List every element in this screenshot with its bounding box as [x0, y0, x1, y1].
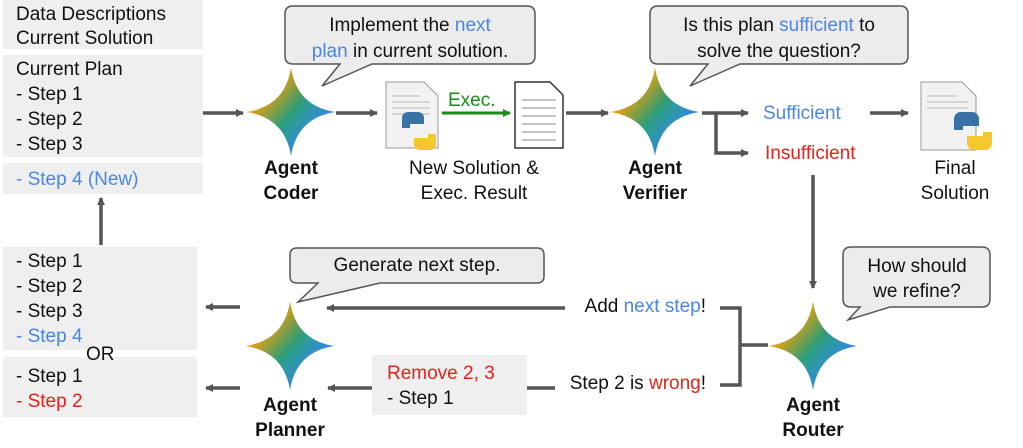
planner-star-icon: [246, 302, 334, 390]
router-bubble-line1: How should: [867, 256, 967, 277]
output-step: - Step 2: [16, 276, 83, 297]
remove-step: - Step 1: [387, 388, 454, 409]
current-solution: Current Solution: [16, 28, 154, 49]
final-label2: Solution: [920, 183, 990, 204]
verifier-bubble: [649, 5, 909, 87]
output-wrong-step: - Step 2: [16, 391, 83, 412]
router-name2: Router: [782, 420, 844, 441]
data-descriptions: Data Descriptions: [16, 4, 166, 25]
remove-box: [372, 355, 527, 415]
output-step: - Step 1: [16, 251, 83, 272]
router-bracket: [720, 306, 742, 387]
coder-bubble-line2: plan in current solution.: [311, 41, 509, 62]
planner-bubble: [289, 247, 545, 304]
planner-name2: Planner: [255, 420, 325, 441]
current-plan-box: [3, 55, 203, 157]
plan-step: - Step 1: [16, 84, 83, 105]
coder-bubble: [284, 5, 536, 87]
sufficient-label: Sufficient: [763, 103, 841, 124]
verifier-bubble-line1: Is this plan sufficient to: [683, 15, 875, 36]
output-new-step: - Step 4: [16, 326, 83, 347]
verifier-star-icon: [611, 68, 699, 156]
planner-name1: Agent: [263, 395, 317, 416]
planner-bubble-text: Generate next step.: [333, 255, 501, 276]
step-wrong-label: Step 2 is wrong!: [565, 371, 710, 396]
new-step: - Step 4 (New): [16, 169, 139, 190]
add-next-step-label: Add next step!: [580, 294, 710, 319]
output-plan-a-box: [3, 247, 197, 350]
or-label: OR: [86, 344, 115, 365]
output-step: - Step 1: [16, 366, 83, 387]
final-label1: Final: [934, 158, 976, 179]
verifier-name2: Verifier: [622, 183, 688, 204]
solution-label1: New Solution &: [409, 158, 539, 179]
output-step: - Step 3: [16, 301, 83, 322]
output-plan-b-box: [3, 357, 197, 417]
coder-name1: Agent: [264, 158, 318, 179]
coder-name2: Coder: [263, 183, 319, 204]
insufficient-label: Insufficient: [765, 143, 856, 164]
coder-star-icon: [247, 68, 335, 156]
router-star-icon: [769, 302, 857, 390]
new-step-box: [3, 163, 203, 194]
router-bubble: [842, 246, 991, 322]
exec-label: Exec.: [448, 90, 496, 111]
coder-bubble-line1: Implement the next: [329, 15, 491, 36]
plan-step: - Step 3: [16, 134, 83, 155]
python-file-icon: [385, 81, 439, 150]
inputs-box: [3, 0, 203, 49]
solution-label2: Exec. Result: [420, 183, 528, 204]
final-python-file-icon: [920, 81, 993, 151]
router-bubble-line2: we refine?: [873, 281, 961, 302]
arrow-insufficient: [702, 111, 749, 157]
verifier-name1: Agent: [628, 158, 682, 179]
remove-label: Remove 2, 3: [387, 363, 495, 384]
result-file-icon: [514, 81, 564, 149]
current-plan-title: Current Plan: [16, 59, 123, 80]
router-name1: Agent: [786, 395, 840, 416]
plan-step: - Step 2: [16, 109, 83, 130]
verifier-bubble-line2: solve the question?: [697, 41, 861, 62]
